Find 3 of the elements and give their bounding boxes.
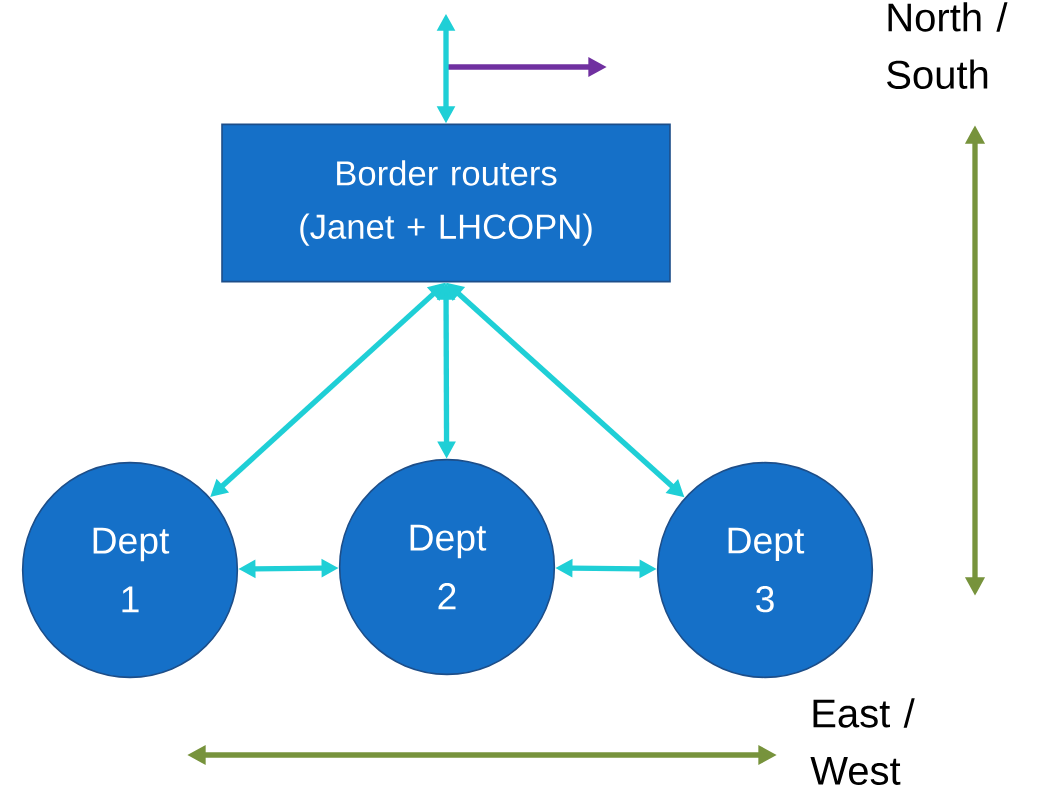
direction-label: East / West [810,698,915,785]
direction-label: North / South [887,2,1008,89]
router-box: Border routers (Janet + LHCOPN) [221,123,671,283]
